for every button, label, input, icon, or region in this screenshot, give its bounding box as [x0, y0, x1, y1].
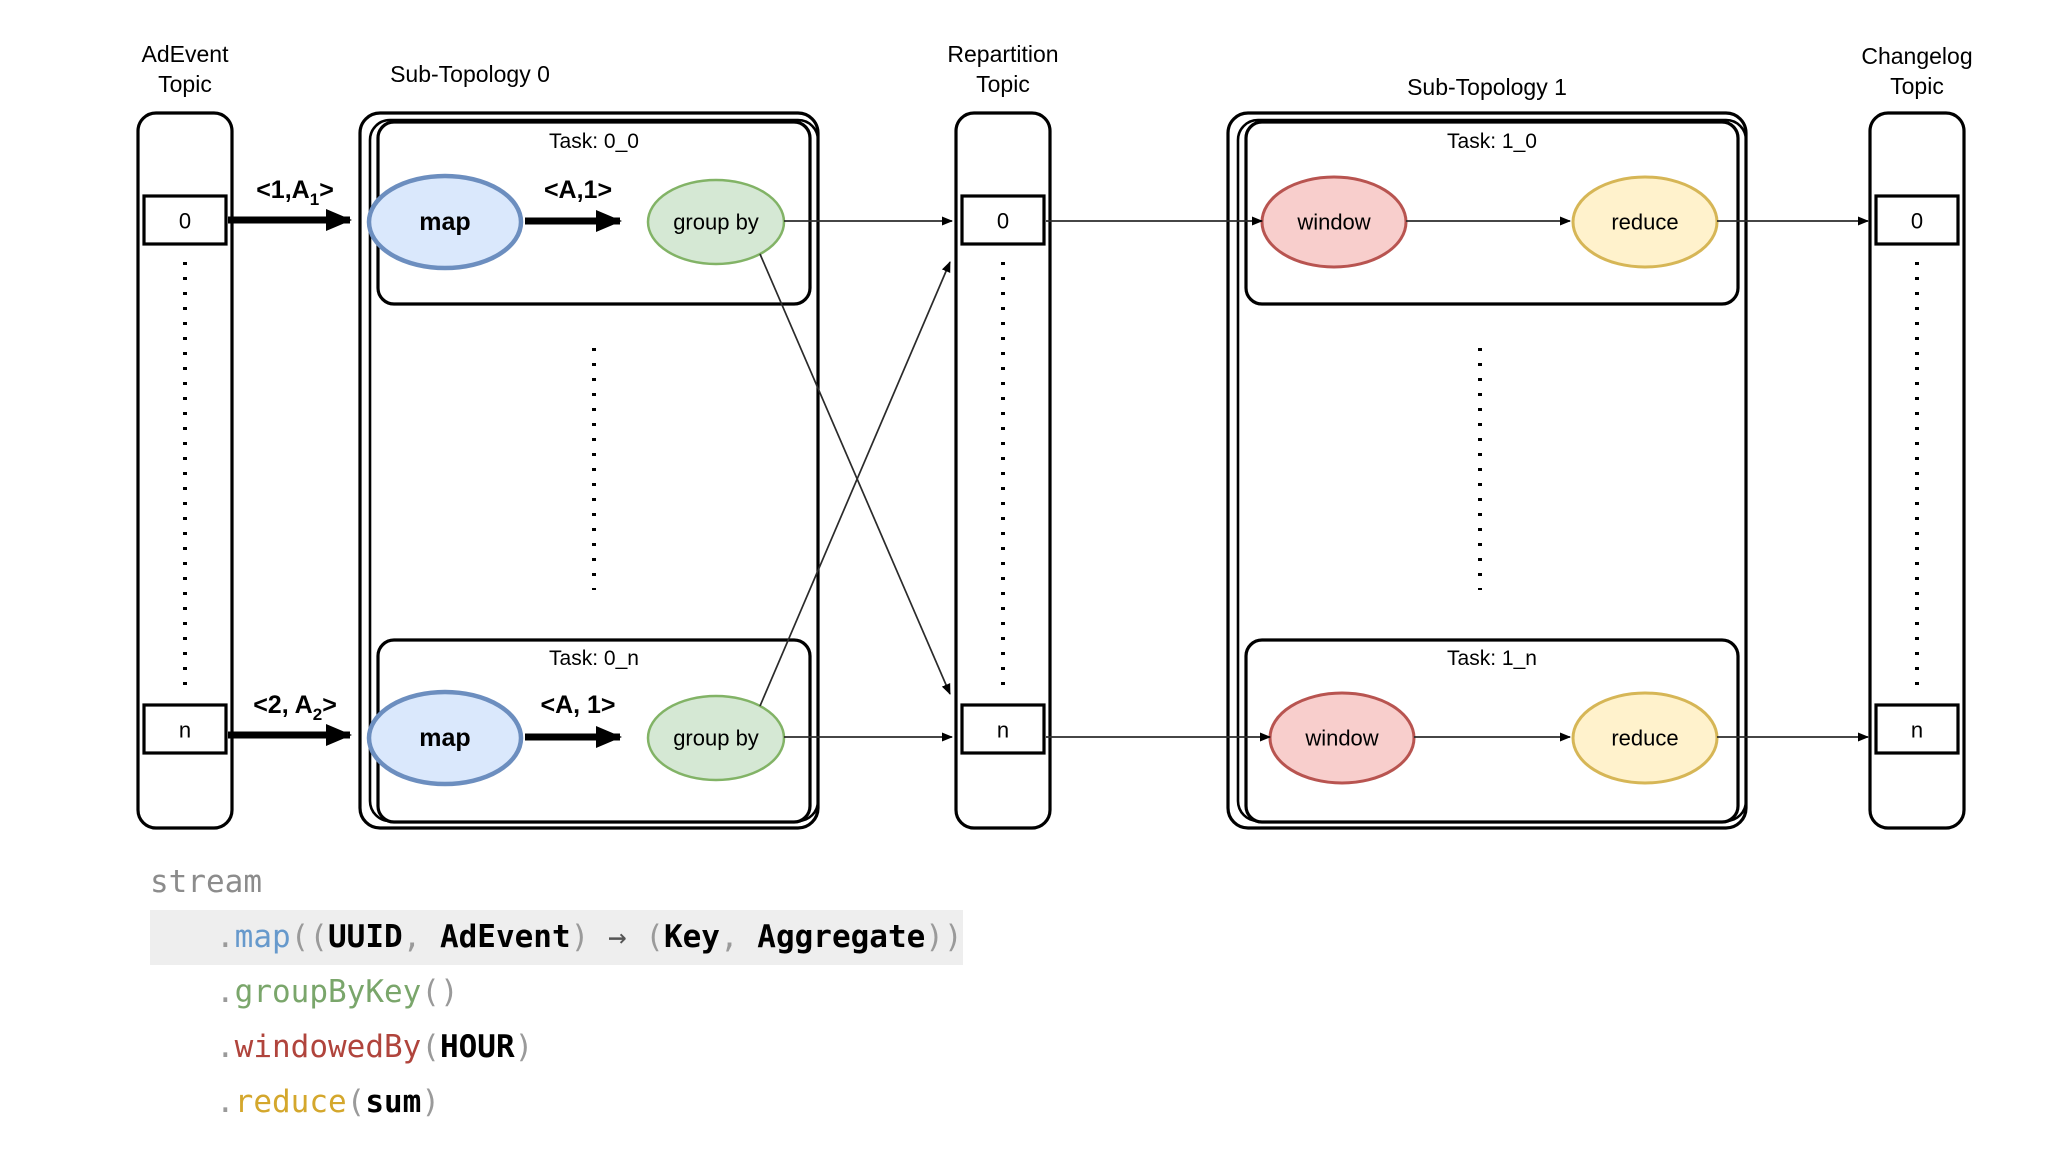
- changelog-partition-n-label: n: [1911, 718, 1923, 743]
- code-token: (: [421, 1029, 440, 1065]
- node-groupby-task-0-0-label: group by: [673, 210, 759, 235]
- column-header-changelog-line1: Changelog: [1861, 43, 1972, 69]
- code-token: (: [626, 919, 664, 955]
- node-window-task-1-n-label: window: [1304, 726, 1378, 751]
- changelog-partition-0-label: 0: [1911, 209, 1923, 234]
- adevent-topic-container: [136, 111, 234, 830]
- code-token: ): [570, 919, 608, 955]
- node-window-task-1-0-label: window: [1296, 210, 1370, 235]
- code-line: .map((UUID, AdEvent) → (Key, Aggregate)): [150, 910, 963, 965]
- repartition-partition-0-box: [960, 194, 1046, 246]
- task-0-0-title: Task: 0_0: [549, 130, 639, 153]
- code-token: )): [925, 919, 963, 955]
- node-map-task-0-0-label: map: [419, 208, 470, 236]
- adevent-partition-0-label: 0: [179, 209, 191, 234]
- edge-groupby0n-to-repartition0: [759, 261, 951, 707]
- node-groupby-task-0-n[interactable]: [646, 694, 786, 782]
- code-token: .: [216, 974, 235, 1010]
- task-1-0-title: Task: 1_0: [1447, 130, 1537, 153]
- repartition-topic-container: [954, 111, 1052, 830]
- code-token: .: [216, 1084, 235, 1120]
- edge-groupby00-to-repartitionn: [759, 253, 951, 695]
- node-reduce-task-1-0-label: reduce: [1611, 210, 1678, 235]
- code-token: .: [216, 919, 235, 955]
- node-groupby-task-0-0[interactable]: [646, 178, 786, 266]
- adevent-partition-n-box: [142, 703, 228, 755]
- task-0-n-title: Task: 0_n: [549, 647, 639, 670]
- adevent-partition-0-box: [142, 194, 228, 246]
- code-indent: [150, 1075, 216, 1130]
- column-header-repartition-line1: Repartition: [947, 41, 1058, 67]
- edge-label-bottom-in: <2, A2>: [253, 691, 337, 724]
- code-token: UUID: [328, 919, 403, 955]
- column-header-subtopology1: Sub-Topology 1: [1407, 74, 1567, 100]
- code-token: map: [234, 919, 291, 955]
- code-line: .groupByKey(): [150, 965, 963, 1020]
- column-header-adevent-line2: Topic: [158, 71, 212, 97]
- code-indent: [150, 910, 216, 965]
- code-token: ): [514, 1029, 534, 1065]
- code-token: ((: [290, 919, 328, 955]
- node-reduce-task-1-n[interactable]: [1571, 691, 1719, 785]
- code-token: stream: [150, 864, 262, 900]
- task-1-n-title: Task: 1_n: [1447, 647, 1537, 670]
- node-reduce-task-1-0[interactable]: [1571, 175, 1719, 269]
- column-header-adevent-line1: AdEvent: [142, 41, 230, 67]
- changelog-partition-n-box: [1874, 703, 1960, 755]
- code-token: HOUR: [439, 1029, 515, 1065]
- adevent-partition-n-label: n: [179, 718, 191, 743]
- code-token: reduce: [234, 1084, 347, 1120]
- node-map-task-0-0[interactable]: [366, 173, 524, 271]
- code-token: AdEvent: [439, 919, 571, 955]
- column-header-changelog-line2: Topic: [1890, 73, 1944, 99]
- column-header-subtopology0: Sub-Topology 0: [390, 61, 550, 87]
- code-token: ,: [402, 919, 440, 955]
- code-line: .windowedBy(HOUR): [150, 1020, 963, 1075]
- code-snippet: stream .map((UUID, AdEvent) → (Key, Aggr…: [150, 855, 963, 1130]
- code-token: groupByKey: [234, 974, 422, 1010]
- node-map-task-0-n[interactable]: [366, 689, 524, 787]
- code-indent: [150, 965, 216, 1020]
- code-token: .: [216, 1029, 235, 1065]
- node-groupby-task-0-n-label: group by: [673, 726, 759, 751]
- code-line: stream: [150, 855, 963, 910]
- changelog-partition-0-box: [1874, 194, 1960, 246]
- code-token: windowedBy: [234, 1029, 422, 1065]
- code-token: ,: [719, 919, 758, 955]
- edge-label-top-in: <1,A1>: [256, 176, 334, 209]
- edge-label-top-mid: <A,1>: [544, 176, 612, 204]
- code-token: (: [346, 1084, 366, 1120]
- code-indent: [150, 1020, 216, 1075]
- repartition-partition-n-box: [960, 703, 1046, 755]
- column-header-repartition-line2: Topic: [976, 71, 1030, 97]
- code-token: →: [607, 919, 627, 955]
- edge-label-bottom-mid: <A, 1>: [540, 691, 615, 719]
- code-token: (): [421, 974, 459, 1010]
- repartition-partition-0-label: 0: [997, 209, 1009, 234]
- code-token: ): [421, 1084, 440, 1120]
- code-line: .reduce(sum): [150, 1075, 963, 1130]
- node-reduce-task-1-n-label: reduce: [1611, 726, 1678, 751]
- code-token: Key: [663, 919, 720, 955]
- code-token: sum: [365, 1084, 422, 1120]
- code-token: Aggregate: [757, 919, 926, 955]
- node-map-task-0-n-label: map: [419, 724, 470, 752]
- repartition-partition-n-label: n: [997, 718, 1009, 743]
- changelog-topic-container: [1868, 111, 1966, 830]
